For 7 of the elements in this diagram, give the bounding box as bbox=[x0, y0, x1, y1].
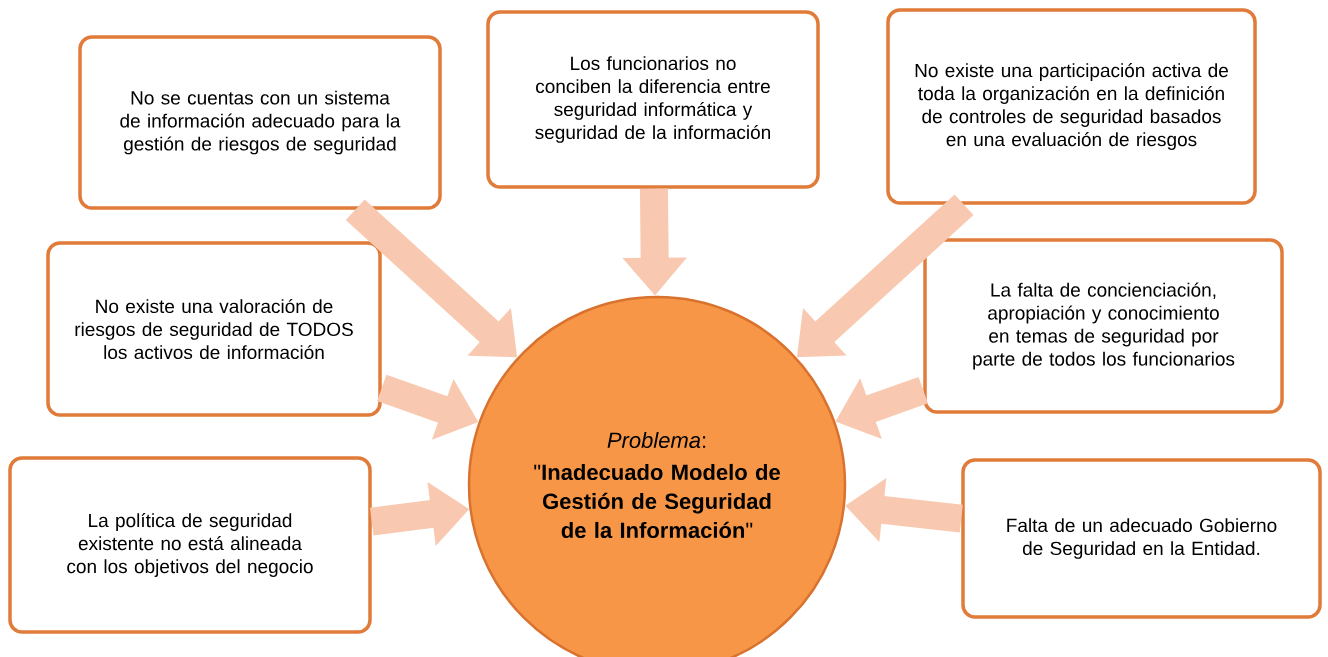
text-box: La política de seguridad existente no está alineada con los objetivos del negocio bbox=[8, 456, 372, 634]
text-box: No se cuentas con un sistema de información adecuado para la gestión de riesgos de seguridad bbox=[78, 35, 442, 210]
text-box: No existe una valoración de riesgos de seguridad de TODOS los activos de información bbox=[46, 241, 382, 417]
text-box: Falta de un adecuado Gobierno de Seguridad en la Entidad. bbox=[961, 458, 1322, 619]
text-box: La falta de concienciación, apropiación y conocimiento en temas de seguridad por parte de todos los funcionarios bbox=[923, 238, 1284, 414]
text-box: Los funcionarios no conciben la diferencia entre seguridad informática y seguridad de la información bbox=[486, 10, 820, 189]
text-box: No existe una participación activa de toda la organización en la definición de controles de seguridad basados en una evaluación de riesgos bbox=[886, 8, 1257, 205]
